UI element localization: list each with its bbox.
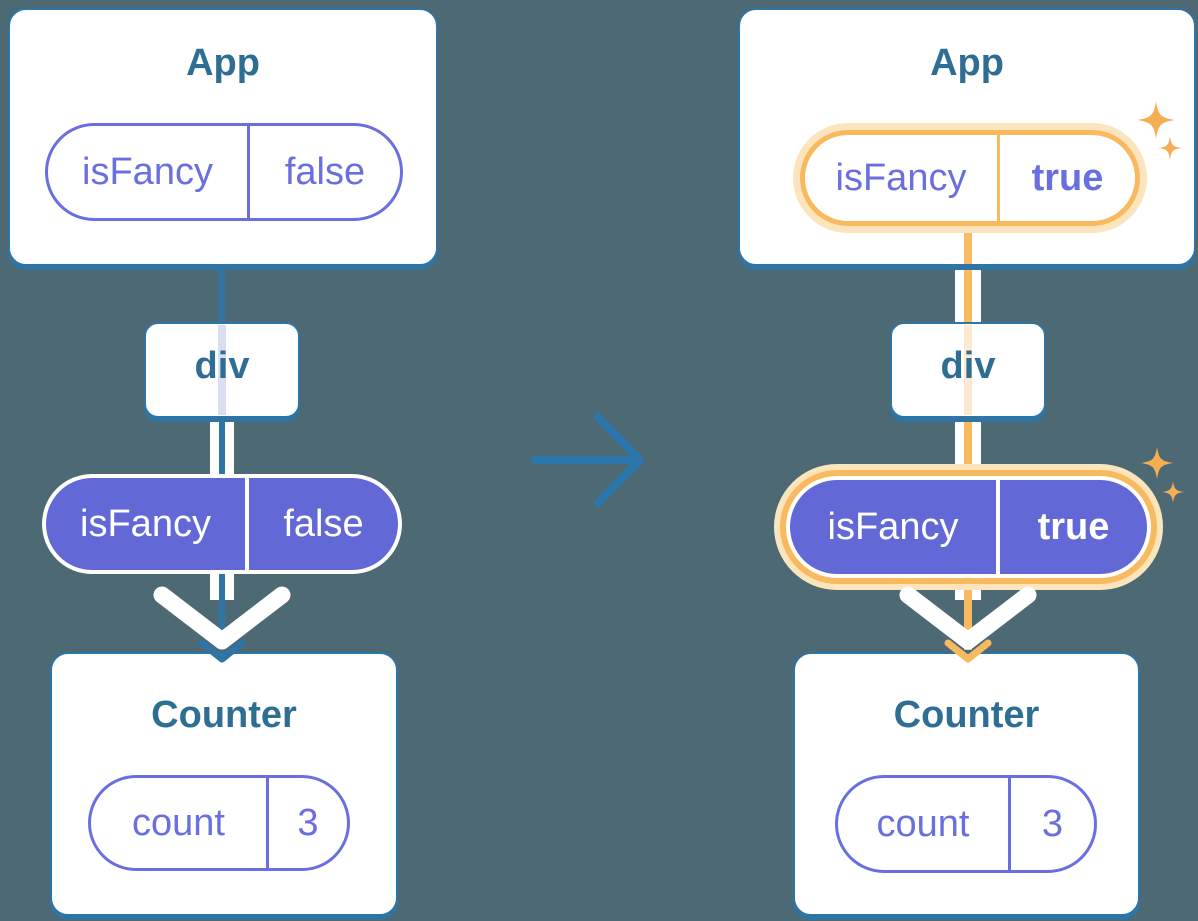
state-value-cell: 3 bbox=[1008, 778, 1094, 870]
prop-name-cell: isFancy bbox=[835, 157, 967, 199]
state-name-cell: count bbox=[132, 802, 225, 844]
prop-value-cell: true bbox=[996, 480, 1147, 574]
sparkle-stars-icon bbox=[1137, 101, 1182, 160]
prop-pipe-left bbox=[955, 262, 964, 324]
prop-pipe-right bbox=[972, 574, 981, 600]
sparkle-big bbox=[1141, 447, 1173, 479]
prop-name-cell: isFancy bbox=[82, 151, 213, 193]
prop-value-cell: true bbox=[997, 135, 1135, 221]
div-label: div bbox=[940, 345, 996, 387]
prop-pipe-left bbox=[210, 574, 219, 600]
arrow-head bbox=[594, 413, 644, 507]
state-name-cell: count bbox=[876, 803, 970, 845]
prop-value-cell: false bbox=[245, 478, 398, 570]
sparkle-stars-icon bbox=[1141, 447, 1184, 503]
prop-pipe-left bbox=[955, 574, 964, 600]
flow-arrow-icon bbox=[153, 586, 291, 663]
app-prop-pill: isFancy false bbox=[45, 123, 403, 221]
sparkle-big bbox=[1137, 101, 1175, 139]
white-chevron bbox=[153, 586, 291, 650]
sparkle-small bbox=[1158, 136, 1182, 160]
counter-state-pill: count 3 bbox=[88, 775, 350, 871]
prop-name-cell: isFancy bbox=[80, 503, 211, 545]
sparkle-small bbox=[1162, 481, 1184, 503]
app-title: App bbox=[930, 42, 1004, 84]
counter-title: Counter bbox=[893, 694, 1040, 736]
passed-prop-pill-highlighted: isFancy true bbox=[790, 480, 1147, 574]
prop-pipe-right bbox=[972, 262, 981, 324]
prop-pipe-left bbox=[210, 416, 219, 482]
white-chevron bbox=[899, 586, 1037, 650]
flow-arrow-icon bbox=[899, 586, 1037, 663]
prop-pipe-right bbox=[972, 416, 981, 482]
prop-pipe-center bbox=[219, 574, 225, 648]
prop-pipe-center bbox=[219, 416, 225, 482]
div-prop-stripe bbox=[964, 325, 972, 415]
passed-prop-pill: isFancy false bbox=[46, 478, 398, 570]
prop-pipe-center bbox=[964, 416, 972, 482]
counter-state-pill: count 3 bbox=[835, 775, 1097, 873]
prop-pipe-center bbox=[964, 262, 972, 324]
app-title: App bbox=[186, 42, 260, 84]
div-prop-stripe bbox=[218, 325, 226, 415]
app-prop-pill-highlighted: isFancy true bbox=[800, 130, 1140, 226]
highlight-arrowhead bbox=[944, 639, 992, 663]
prop-pipe-right bbox=[225, 574, 234, 600]
prop-name-cell: isFancy bbox=[827, 506, 959, 548]
prop-value-cell: false bbox=[247, 126, 400, 218]
counter-title: Counter bbox=[151, 694, 297, 736]
state-value-cell: 3 bbox=[266, 778, 347, 868]
prop-line-in-card bbox=[964, 228, 972, 264]
app-div-edge bbox=[219, 262, 225, 326]
prop-pipe-right bbox=[225, 416, 234, 482]
prop-pipe-center bbox=[964, 574, 972, 650]
edge-arrowhead bbox=[198, 639, 246, 663]
transition-right-arrow-icon bbox=[531, 413, 644, 507]
div-label: div bbox=[194, 345, 250, 387]
prop-pipe-left bbox=[955, 416, 964, 482]
